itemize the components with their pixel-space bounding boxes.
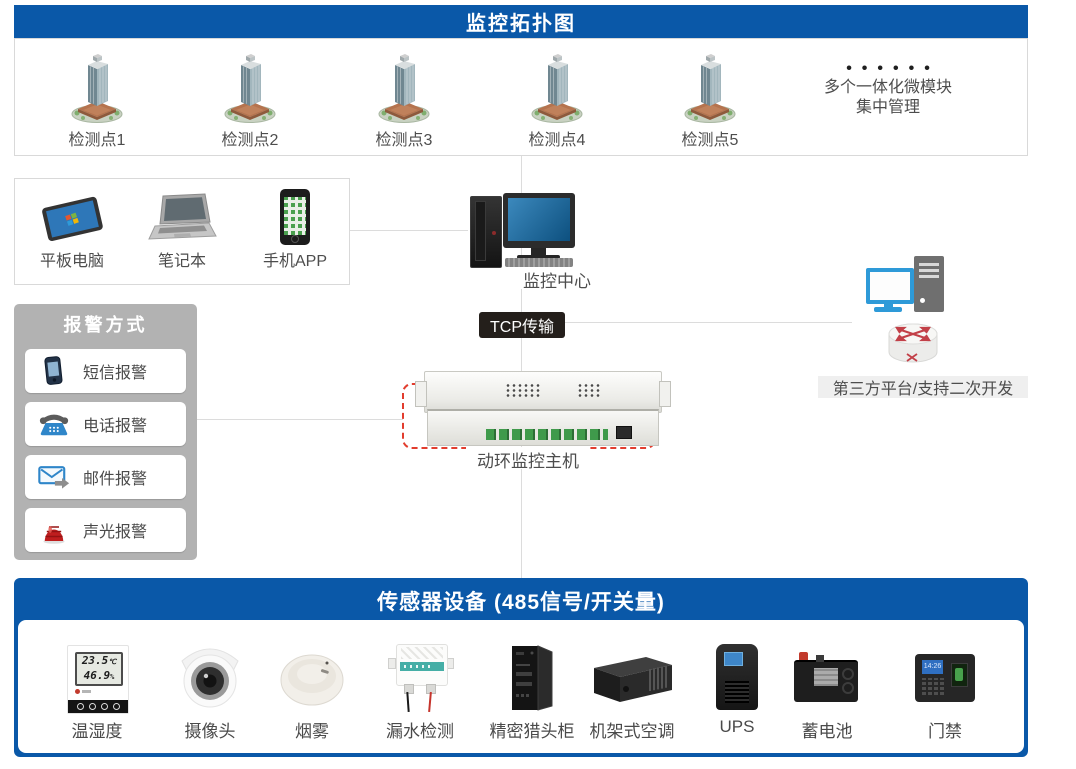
host-unit-top xyxy=(415,371,671,413)
thirdparty-label: 第三方平台/支持二次开发 xyxy=(818,376,1028,398)
alarm-panel: 报警方式 短信报警 电话报警 xyxy=(14,304,197,560)
tablet-icon xyxy=(20,183,124,245)
siren-icon xyxy=(38,516,70,544)
sensor-label: 摄像头 xyxy=(184,722,236,741)
ups-vents xyxy=(725,681,749,703)
water-leak-sensor-icon xyxy=(386,644,456,714)
sensor-label: UPS xyxy=(719,717,755,736)
button-band xyxy=(68,700,128,713)
sensors-section: 传感器设备 (485信号/开关量) xyxy=(14,578,1028,757)
sensor-label: 蓄电池 xyxy=(801,722,853,741)
alarm-card-email: 邮件报警 xyxy=(25,455,186,499)
connector-tcp-to-thirdparty xyxy=(565,322,852,323)
host-unit-bottom xyxy=(427,409,659,446)
temp-humidity-sensor-icon: 23.5℃ 46.9% xyxy=(67,645,129,714)
precision-cabinet-icon xyxy=(506,644,558,717)
host-label: 动环监控主机 xyxy=(466,447,590,471)
smoke-detector-icon xyxy=(277,650,347,713)
led-grid xyxy=(577,383,601,398)
client-label: 笔记本 xyxy=(157,253,206,270)
sensor-label: 漏水检测 xyxy=(386,722,454,741)
alarm-card-phone: 电话报警 xyxy=(25,402,186,446)
site-label: 检测点5 xyxy=(681,132,739,149)
client-item-laptop: 笔记本 xyxy=(130,183,234,271)
connector-alarm-to-host xyxy=(197,419,403,420)
monitor-base xyxy=(517,255,560,259)
lcd-display: 23.5℃ 46.9% xyxy=(75,652,123,686)
access-screen: 14:26 xyxy=(922,660,943,674)
ethernet-port xyxy=(616,426,632,439)
building-icon xyxy=(531,53,583,123)
site-label: 检测点2 xyxy=(221,132,279,149)
client-label: 手机APP xyxy=(262,253,328,270)
sensor-label: 烟雾 xyxy=(295,722,329,741)
client-label: 平板电脑 xyxy=(39,253,104,270)
access-control-icon: 14:26 xyxy=(915,654,975,702)
monitor-center-label: 监控中心 xyxy=(515,267,599,291)
smartphone-app-icon xyxy=(243,183,347,245)
ellipsis-dots: •••••• xyxy=(846,60,940,77)
fingerprint-reader xyxy=(951,663,968,687)
terminal-blocks xyxy=(486,429,608,440)
sensor-label: 精密猎头柜 xyxy=(489,722,575,741)
telephone-icon xyxy=(38,410,70,438)
connector-vertical-main xyxy=(521,156,522,578)
thirdparty-monitor-base xyxy=(874,307,902,312)
cluster-note-line1: 多个一体化微模块 xyxy=(823,79,952,96)
alarm-card-sms: 短信报警 xyxy=(25,349,186,393)
laptop-icon xyxy=(130,183,234,245)
alarm-card-label: 邮件报警 xyxy=(83,471,148,488)
alarm-card-label: 声光报警 xyxy=(83,524,148,541)
building-icon xyxy=(378,53,430,123)
alarm-card-siren: 声光报警 xyxy=(25,508,186,552)
tcp-transport-badge: TCP传输 xyxy=(479,312,565,338)
desktop-tower-icon xyxy=(470,196,502,268)
client-item-phone: 手机APP xyxy=(243,183,347,271)
building-icon xyxy=(224,53,276,123)
sensor-label: 温湿度 xyxy=(71,722,123,741)
sensor-label: 机架式空调 xyxy=(589,722,675,741)
desktop-monitor-icon xyxy=(503,193,575,248)
site-item-2: 检测点2 xyxy=(190,50,310,150)
building-icon xyxy=(684,53,736,123)
sensor-label: 门禁 xyxy=(928,722,962,741)
topology-title: 监控拓扑图 xyxy=(466,13,576,35)
battery-icon xyxy=(794,652,860,702)
site-item-5: 检测点5 xyxy=(650,50,770,150)
ups-screen xyxy=(724,652,743,666)
access-keypad xyxy=(922,678,946,695)
camera-icon xyxy=(174,643,246,714)
brand-logo xyxy=(75,689,91,694)
monitor-screen xyxy=(508,198,570,241)
rack-ac-icon xyxy=(586,652,678,711)
connector-clients-to-center xyxy=(350,230,468,231)
cluster-note: •••••• 多个一体化微模块 集中管理 xyxy=(798,60,978,118)
cluster-note-line2: 集中管理 xyxy=(855,99,920,116)
topology-sites-box xyxy=(14,38,1028,156)
keyboard-icon xyxy=(505,258,573,267)
sms-phone-icon xyxy=(38,356,70,385)
topology-section-header: 监控拓扑图 xyxy=(14,5,1028,38)
led-grid xyxy=(505,383,541,398)
thirdparty-monitor-icon xyxy=(866,268,914,304)
building-icon xyxy=(71,53,123,123)
monitor-stand xyxy=(531,248,546,255)
thirdparty-monitor-stand xyxy=(884,300,893,307)
sensors-section-title: 传感器设备 (485信号/开关量) xyxy=(377,591,665,614)
router-icon xyxy=(884,318,942,375)
site-item-4: 检测点4 xyxy=(497,50,617,150)
clients-box: 平板电脑 笔记本 手机APP xyxy=(14,178,350,285)
site-label: 检测点3 xyxy=(375,132,433,149)
alarm-panel-title: 报警方式 xyxy=(63,315,148,335)
email-icon xyxy=(38,463,70,491)
alarm-card-label: 短信报警 xyxy=(83,365,148,382)
site-label: 检测点4 xyxy=(528,132,586,149)
site-item-1: 检测点1 xyxy=(37,50,157,150)
ups-icon xyxy=(716,644,758,710)
site-label: 检测点1 xyxy=(68,132,126,149)
client-item-tablet: 平板电脑 xyxy=(20,183,124,271)
thirdparty-tower-icon xyxy=(914,256,944,312)
alarm-card-label: 电话报警 xyxy=(83,418,148,435)
site-item-3: 检测点3 xyxy=(344,50,464,150)
